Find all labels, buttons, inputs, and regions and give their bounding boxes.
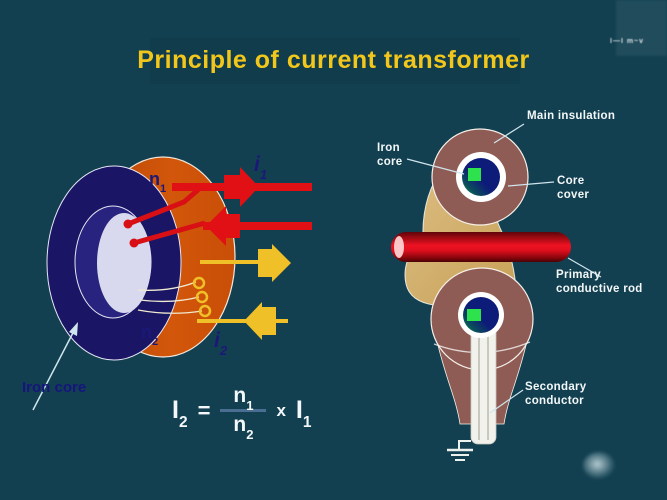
current-i2-arrowhead-left xyxy=(244,302,276,340)
label-core-cover-line2: cover xyxy=(557,189,590,201)
secondary-winding-loop xyxy=(195,290,209,304)
label-iron-core-line1: Iron xyxy=(377,142,400,154)
formula-numerator: n1 xyxy=(233,384,254,414)
formula-multiply: x xyxy=(276,400,286,420)
corner-watermark-blob xyxy=(583,452,615,479)
watermark-text: l—l m~v xyxy=(610,38,645,45)
core-cover-pointer xyxy=(507,181,555,187)
winding-terminal-dot xyxy=(123,219,133,229)
primary-rod-group xyxy=(391,232,571,262)
secondary-conductor-pointer xyxy=(489,389,524,414)
formula-fraction: n1 n2 xyxy=(220,384,267,443)
secondary-lead-top xyxy=(200,260,286,264)
label-n1: n1 xyxy=(149,169,167,196)
label-iron-core-right: Iron core xyxy=(377,141,403,169)
label-iron-core-left: Iron core xyxy=(22,379,87,396)
label-core-cover: Core cover xyxy=(557,174,589,202)
ct-bottom-core-marker xyxy=(467,309,481,321)
current-arrowhead-left xyxy=(206,206,240,246)
primary-conductive-rod xyxy=(391,232,571,262)
secondary-winding-group xyxy=(137,244,291,340)
label-main-insulation: Main insulation xyxy=(527,110,616,122)
label-primary-line1: Primary xyxy=(556,269,601,281)
title-backdrop xyxy=(150,38,520,84)
formula-equals: = xyxy=(197,397,211,423)
label-secondary-conductor: Secondary conductor xyxy=(525,380,587,408)
label-iron-core-line2: core xyxy=(377,156,403,168)
ground-lead xyxy=(458,440,471,449)
fraction-bar xyxy=(220,409,267,412)
iron-core-pointer-right xyxy=(406,158,465,175)
watermark-smudge xyxy=(616,0,667,56)
slide-title: Principle of current transformer xyxy=(137,46,530,74)
label-primary-rod: Primary conductive rod xyxy=(556,268,643,296)
primary-winding-wire xyxy=(127,187,201,227)
label-secondary-line1: Secondary xyxy=(525,381,587,393)
ground-symbol xyxy=(447,440,473,461)
primary-winding-group xyxy=(123,167,312,248)
toroid-core-group xyxy=(46,156,236,361)
transformer-formula: I2 = n1 n2 x I1 xyxy=(172,384,312,443)
pointer-line xyxy=(32,326,77,411)
secondary-winding-wire xyxy=(137,281,197,291)
label-primary-line2: conductive rod xyxy=(556,283,643,295)
label-secondary-line2: conductor xyxy=(525,395,584,407)
primary-lead-bottom xyxy=(203,222,312,230)
secondary-winding-loop xyxy=(192,276,206,290)
toroid-hole xyxy=(97,213,151,313)
label-i2: i2 xyxy=(214,329,228,359)
secondary-conductor-tube xyxy=(470,321,497,445)
formula-rhs: I1 xyxy=(295,396,312,432)
pointer-arrowhead xyxy=(69,322,78,336)
annotation-pointers xyxy=(406,123,602,414)
current-i1-arrowhead-right xyxy=(224,167,259,207)
iron-core-pointer-left xyxy=(32,322,78,411)
primary-rod-pointer xyxy=(567,257,602,278)
secondary-winding-wire xyxy=(139,296,200,303)
current-arrowhead-right-yellow xyxy=(258,244,291,282)
secondary-winding-loop xyxy=(198,304,212,318)
secondary-winding-wire xyxy=(137,309,203,314)
ct-top-core-marker xyxy=(468,168,481,181)
ct-bottom-section xyxy=(430,267,534,445)
secondary-lead-bottom xyxy=(197,319,288,323)
winding-terminal-dot xyxy=(129,238,139,248)
main-insulation-pointer xyxy=(493,123,525,144)
ct-top-section xyxy=(431,128,529,226)
label-i1: i1 xyxy=(254,153,268,183)
formula-lhs: I2 xyxy=(172,396,188,432)
label-n2: n2 xyxy=(141,322,159,349)
primary-winding-wire xyxy=(133,220,206,246)
formula-denominator: n2 xyxy=(233,413,254,443)
label-core-cover-line1: Core xyxy=(557,175,585,187)
rod-end-highlight xyxy=(394,236,404,258)
